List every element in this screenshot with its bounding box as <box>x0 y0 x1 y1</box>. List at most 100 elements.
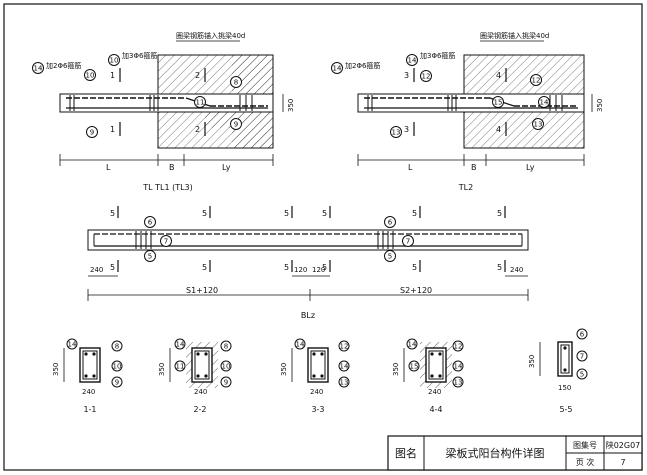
caption-blz: BLz <box>301 311 315 320</box>
svg-text:14: 14 <box>340 363 349 371</box>
beam-outline <box>59 93 274 113</box>
svg-text:9: 9 <box>224 379 228 387</box>
dim-l: L <box>408 163 413 172</box>
section-mark-4-top: 4 <box>496 71 501 80</box>
section-mark-5: 5 5 5 5 5 5 5 5 5 5 5 5 <box>110 206 506 272</box>
rebar-mark: 13 <box>338 376 350 388</box>
rebar-mark: 10 <box>108 54 120 66</box>
svg-text:13: 13 <box>340 379 349 387</box>
section-mark-2-bottom: 2 <box>195 125 200 134</box>
svg-text:5: 5 <box>284 263 289 272</box>
svg-text:14: 14 <box>454 363 463 371</box>
svg-text:150: 150 <box>558 384 571 392</box>
dim-mid-right: 120 <box>312 266 325 274</box>
rebar-mark: 10 <box>84 69 96 81</box>
svg-text:12: 12 <box>340 343 349 351</box>
svg-text:240: 240 <box>428 388 441 396</box>
svg-text:350: 350 <box>392 363 400 376</box>
rebar-mark: 7 <box>160 235 172 247</box>
svg-text:14: 14 <box>540 99 549 107</box>
note-stirrup-a: 加2Φ6箍筋 <box>345 61 380 70</box>
svg-text:5: 5 <box>322 209 327 218</box>
dim-height: 350 <box>287 99 295 112</box>
svg-text:11: 11 <box>176 363 185 371</box>
dim-mid-left: 120 <box>294 266 307 274</box>
section-mark-2-top: 2 <box>195 71 200 80</box>
svg-text:9: 9 <box>115 379 119 387</box>
rebar-mark: 10 <box>220 360 232 372</box>
section-mark-3-top: 3 <box>404 71 409 80</box>
rebar-mark: 11 <box>174 360 186 372</box>
section-2-2: 350 240 14 8 11 10 9 2-2 <box>158 338 232 414</box>
svg-text:5: 5 <box>284 209 289 218</box>
section-mark-4-bottom: 4 <box>496 125 501 134</box>
rebar-mark: 6 <box>576 328 588 340</box>
rebar-mark: 5 <box>384 250 396 262</box>
svg-text:14: 14 <box>34 65 43 73</box>
dim-b: B <box>471 163 477 172</box>
rebar-mark: 13 <box>452 376 464 388</box>
section-mark-1-top: 1 <box>110 71 115 80</box>
rebar-mark: 7 <box>402 235 414 247</box>
svg-text:14: 14 <box>68 341 77 349</box>
rebar-mark: 14 <box>32 62 44 74</box>
svg-text:240: 240 <box>194 388 207 396</box>
svg-text:8: 8 <box>115 343 119 351</box>
sheet-frame <box>3 3 643 471</box>
title-block: 图名 梁板式阳台构件详图 图集号 陕02G07 页 次 7 <box>387 435 643 471</box>
svg-text:6: 6 <box>148 219 153 227</box>
svg-text:5: 5 <box>202 209 207 218</box>
section-caption: 2-2 <box>193 405 206 414</box>
rebar-mark: 12 <box>452 340 464 352</box>
dim-height: 350 <box>596 99 604 112</box>
section-caption: 5-5 <box>559 405 572 414</box>
dim-span-1: S1+120 <box>186 286 218 295</box>
dim-l: L <box>106 163 111 172</box>
section-mark-1-bottom: 1 <box>110 125 115 134</box>
svg-text:12: 12 <box>454 343 463 351</box>
rebar-mark: 9 <box>220 376 232 388</box>
svg-text:10: 10 <box>86 72 95 80</box>
svg-text:350: 350 <box>52 363 60 376</box>
section-4-4: 350 240 14 12 15 14 13 4-4 <box>392 338 464 414</box>
svg-text:9: 9 <box>90 129 94 137</box>
note-stirrup-b: 加3Φ6箍筋 <box>420 51 455 60</box>
title-name-label: 图名 <box>395 446 417 460</box>
rebar-mark: 9 <box>111 376 123 388</box>
note-anchor: 圈梁钢筋锚入挑梁40d <box>176 31 245 40</box>
svg-text:240: 240 <box>310 388 323 396</box>
section-caption: 1-1 <box>83 405 96 414</box>
rebar-mark: 14 <box>294 338 306 350</box>
svg-text:350: 350 <box>528 355 536 368</box>
rebar-mark: 14 <box>338 360 350 372</box>
note-anchor: 圈梁钢筋锚入挑梁40d <box>480 31 549 40</box>
rebar-mark: 13 <box>390 126 402 138</box>
svg-text:5: 5 <box>580 371 584 379</box>
rebar-mark: 14 <box>406 54 418 66</box>
svg-text:15: 15 <box>410 363 419 371</box>
section-caption: 3-3 <box>311 405 324 414</box>
rebar-mark: 12 <box>530 74 542 86</box>
rebar-mark: 14 <box>406 338 418 350</box>
svg-text:6: 6 <box>388 219 393 227</box>
note-stirrup-a: 加2Φ6箍筋 <box>46 61 81 70</box>
rebar-mark: 7 <box>576 350 588 362</box>
rebar-mark: 5 <box>144 250 156 262</box>
svg-text:8: 8 <box>224 343 228 351</box>
svg-text:5: 5 <box>497 263 502 272</box>
svg-text:5: 5 <box>322 263 327 272</box>
svg-text:12: 12 <box>532 77 541 85</box>
svg-text:5: 5 <box>497 209 502 218</box>
svg-text:5: 5 <box>110 209 115 218</box>
dim-b: B <box>169 163 175 172</box>
rebar-mark: 8 <box>230 76 242 88</box>
dim-ly: Ly <box>526 163 535 172</box>
svg-text:14: 14 <box>176 341 185 349</box>
svg-text:7: 7 <box>164 238 168 246</box>
rebar-mark: 11 <box>194 96 206 108</box>
rebar-mark: 14 <box>538 96 550 108</box>
svg-text:5: 5 <box>110 263 115 272</box>
rebar-mark: 9 <box>86 126 98 138</box>
